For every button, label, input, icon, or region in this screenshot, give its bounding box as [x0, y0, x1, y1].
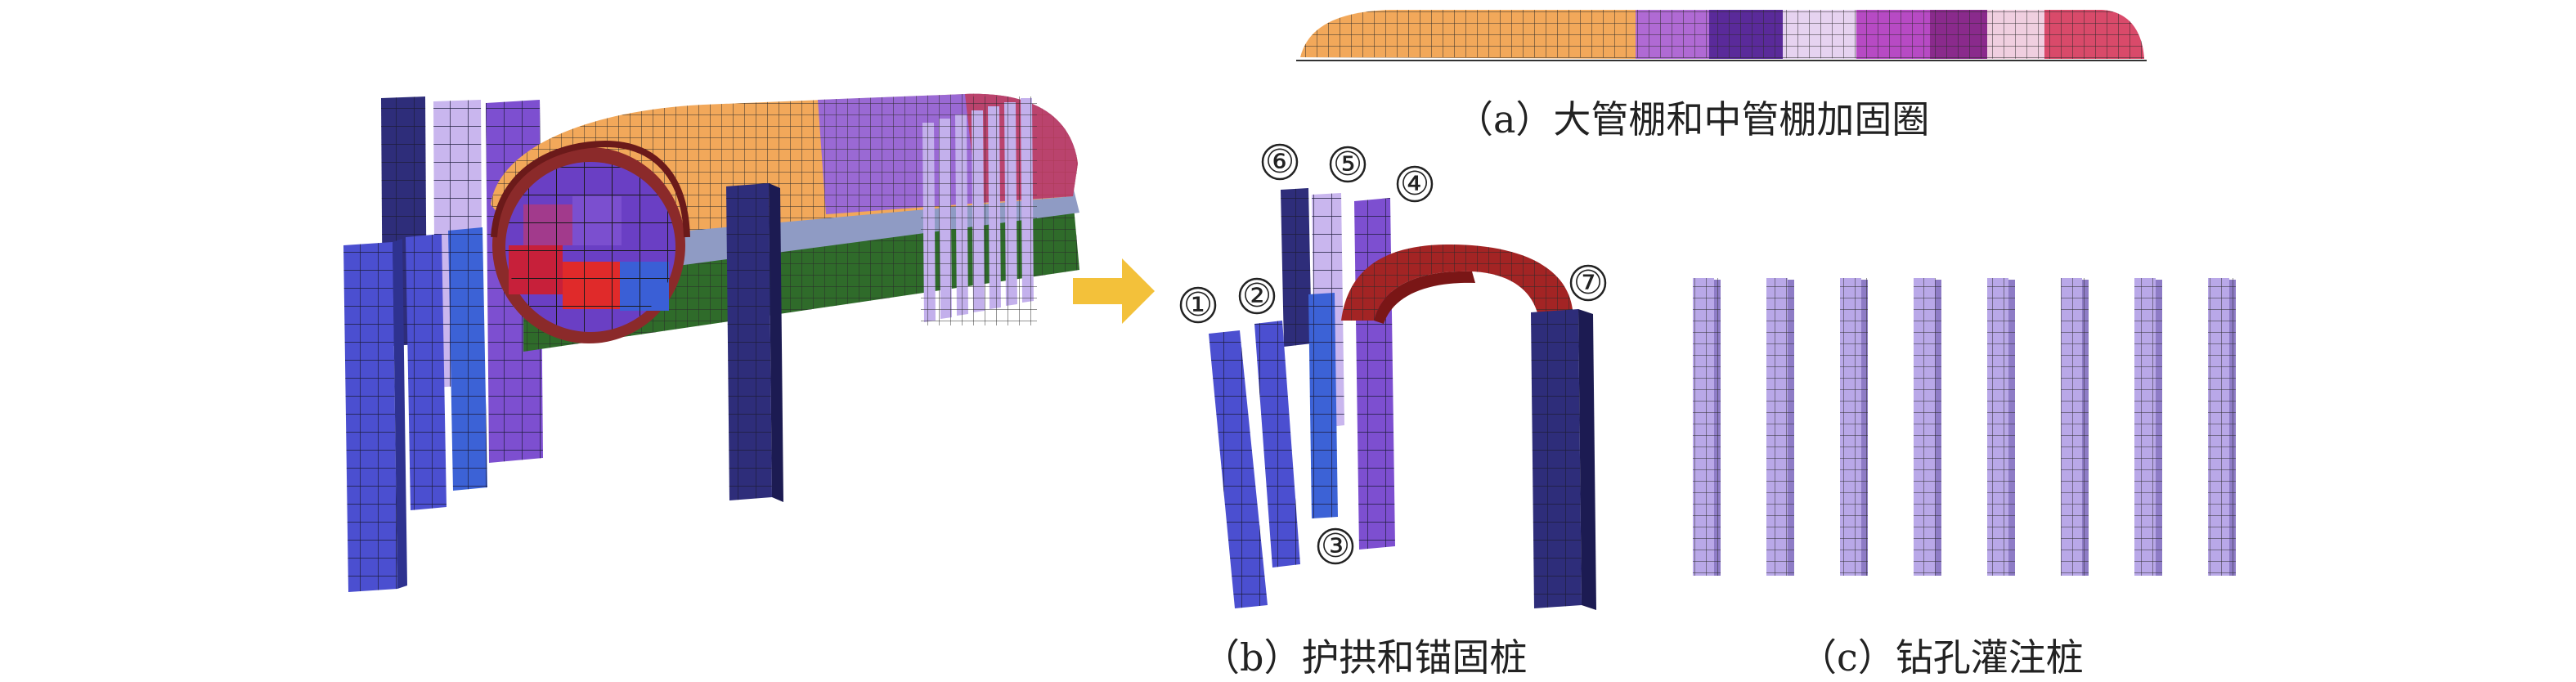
pile-7 [1531, 309, 1596, 610]
drilled-pile-group [921, 96, 1037, 325]
drilled-pile-2 [1766, 278, 1794, 576]
drilled-pile-5 [1987, 278, 2015, 576]
caption-b: （b）护拱和锚固桩 [1202, 635, 1528, 680]
pile-label-2: ② [1238, 277, 1276, 315]
svg-text:⑥: ⑥ [1265, 143, 1295, 181]
pile-2 [1254, 321, 1300, 568]
pile-6 [1281, 188, 1312, 347]
drilled-pile-1 [1693, 278, 1721, 576]
svg-text:⑤: ⑤ [1333, 146, 1362, 183]
tunnel-face [491, 140, 690, 343]
front-pile-navy-right [726, 183, 783, 502]
drilled-pile-6 [2061, 278, 2089, 576]
drilled-pile-8 [2208, 278, 2236, 576]
drilled-pile-4 [1914, 278, 1941, 576]
drilled-piles-c [1693, 278, 2236, 576]
caption-c: （c）钻孔灌注桩 [1799, 635, 2084, 680]
svg-text:③: ③ [1321, 527, 1350, 565]
drilled-pile-3 [1840, 278, 1868, 576]
pile-label-5: ⑤ [1329, 146, 1367, 183]
front-pile-blue-3 [448, 227, 487, 491]
pile-label-3: ③ [1317, 527, 1354, 565]
piles-and-arch-b: ① ② ③ ④ ⑤ ⑥ ⑦ [1179, 143, 1607, 610]
protective-arch [1341, 245, 1573, 343]
canopy-strip-a [1296, 10, 2147, 61]
pile-label-6: ⑥ [1261, 143, 1299, 181]
pile-4 [1354, 198, 1395, 550]
front-pile-blue-1 [343, 239, 407, 592]
svg-text:⑦: ⑦ [1573, 264, 1603, 302]
svg-text:①: ① [1183, 286, 1213, 324]
pile-label-1: ① [1179, 286, 1217, 324]
pile-label-7: ⑦ [1569, 264, 1607, 302]
pile-label-4: ④ [1396, 165, 1434, 203]
caption-a: （a）大管棚和中管棚加固圈 [1456, 97, 1930, 141]
svg-text:②: ② [1242, 277, 1272, 315]
svg-text:④: ④ [1400, 165, 1429, 203]
front-pile-blue-2 [406, 234, 447, 510]
pile-1 [1209, 330, 1268, 608]
pile-3 [1308, 293, 1338, 518]
drilled-pile-7 [2134, 278, 2162, 576]
right-arrow-icon [1073, 258, 1155, 324]
assembled-model [343, 93, 1079, 592]
